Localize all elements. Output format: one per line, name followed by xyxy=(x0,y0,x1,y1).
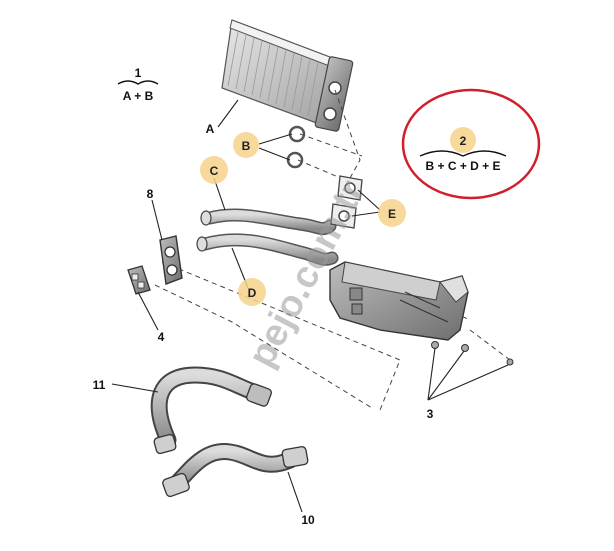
heater-housing xyxy=(329,261,514,366)
bubble-2 xyxy=(450,127,476,153)
callout-d-label: D xyxy=(248,286,257,300)
pipes-c-d xyxy=(196,208,339,266)
part-10-label: 10 xyxy=(301,513,315,527)
leader-lines xyxy=(111,99,509,513)
hose-11 xyxy=(150,366,272,455)
heater-core xyxy=(221,19,354,132)
group-1-number: 1 xyxy=(135,66,142,80)
group-2-formula-text: B + C + D + E xyxy=(425,159,500,173)
callout-bubbles: B C D E xyxy=(200,127,476,306)
o-rings xyxy=(286,125,306,169)
callout-a-label: A xyxy=(206,122,215,136)
part-11-label: 11 xyxy=(93,378,106,392)
group-2-formula: 2 B + C + D + E xyxy=(401,88,541,200)
callout-c-label: C xyxy=(210,164,219,178)
group-1-formula-text: A + B xyxy=(123,89,154,103)
callout-e-label: E xyxy=(388,207,396,221)
part-8-label: 8 xyxy=(147,187,154,201)
highlight-circle xyxy=(401,88,541,200)
callout-b-label: B xyxy=(242,139,251,153)
flange-seals xyxy=(330,175,363,229)
group-1-formula: 1 A + B xyxy=(117,66,159,103)
connector-4 xyxy=(127,265,151,295)
bubble-d xyxy=(238,278,266,306)
group-2-number: 2 xyxy=(460,134,467,148)
part-3-label: 3 xyxy=(427,407,434,421)
bubble-e xyxy=(378,199,406,227)
bubble-b xyxy=(233,132,259,158)
bubble-c xyxy=(200,156,228,184)
part-4-label: 4 xyxy=(158,330,165,344)
bracket-8 xyxy=(159,235,183,285)
hose-10 xyxy=(162,443,309,498)
